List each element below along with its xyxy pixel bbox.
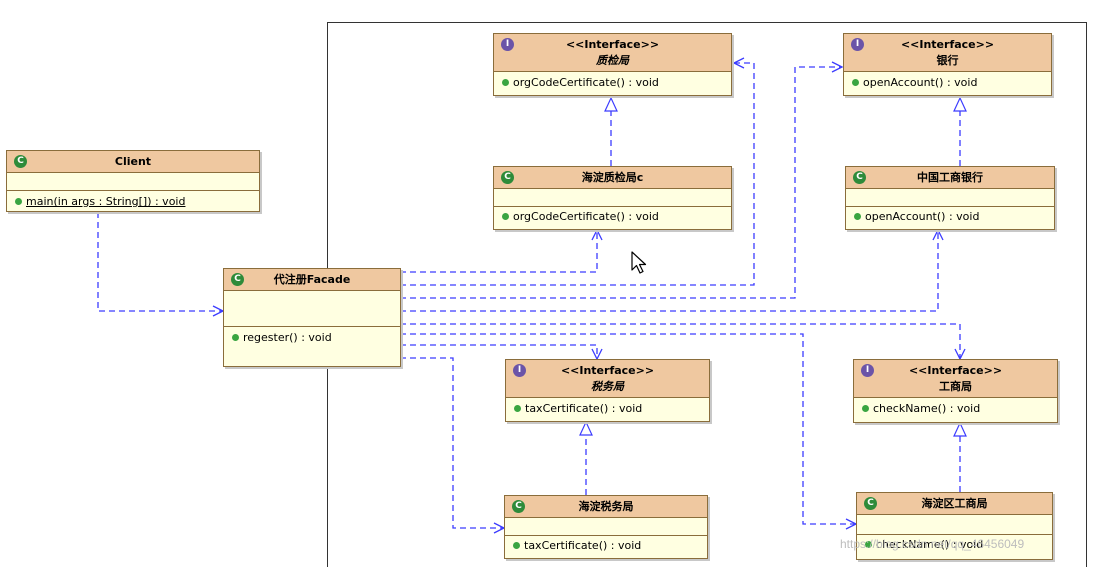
bank-interface-name: 银行 <box>936 54 959 67</box>
bank-interface[interactable]: I <<Interface>> 银行 openAccount() : void <box>843 33 1052 96</box>
class-icon: C <box>501 171 514 184</box>
tax-impl-header: C 海淀税务局 <box>505 496 707 518</box>
interface-icon: I <box>501 38 514 51</box>
watermark: https://blog.csdn.net/qq_46456049 <box>840 537 1025 551</box>
tax-interface-stereotype: <<Interface>> <box>560 364 655 377</box>
business-interface-operations: checkName() : void <box>854 398 1057 415</box>
dependency-facade-tax-impl <box>400 357 504 528</box>
bank-impl-operations: openAccount() : void <box>846 207 1054 223</box>
dependency-facade-bank-interface <box>400 67 842 299</box>
quality-interface[interactable]: I <<Interface>> 质检局 orgCodeCertificate()… <box>493 33 732 96</box>
public-operation-icon <box>854 213 861 220</box>
bank-interface-header: I <<Interface>> 银行 <box>844 34 1051 72</box>
mouse-pointer-icon <box>631 251 647 274</box>
facade-header: C 代注册Facade <box>224 269 400 291</box>
business-impl-operations: checkName() : void <box>857 535 1052 551</box>
public-operation-icon <box>513 542 520 549</box>
interface-icon: I <box>851 38 864 51</box>
business-interface-name: 工商局 <box>939 380 972 393</box>
tax-impl-name: 海淀税务局 <box>578 500 634 513</box>
quality-impl-name: 海淀质检局c <box>581 171 644 184</box>
facade-class[interactable]: C 代注册Facade regester() : void <box>223 268 401 367</box>
public-operation-icon <box>514 405 521 412</box>
tax-impl-class[interactable]: C 海淀税务局 taxCertificate() : void <box>504 495 708 559</box>
quality-interface-operation: orgCodeCertificate() : void <box>513 76 659 89</box>
bank-interface-operations: openAccount() : void <box>844 72 1051 89</box>
dependency-client-facade <box>97 212 223 311</box>
tax-interface[interactable]: I <<Interface>> 税务局 taxCertificate() : v… <box>505 359 710 422</box>
quality-impl-attributes <box>494 189 731 207</box>
business-impl-class[interactable]: C 海淀区工商局 checkName() : void <box>856 492 1053 560</box>
public-operation-icon <box>502 213 509 220</box>
bank-impl-name: 中国工商银行 <box>917 171 983 184</box>
bank-interface-operation: openAccount() : void <box>863 76 978 89</box>
quality-impl-class[interactable]: C 海淀质检局c orgCodeCertificate() : void <box>493 166 732 230</box>
facade-operations: regester() : void <box>224 327 400 344</box>
client-attributes <box>7 173 259 191</box>
business-interface[interactable]: I <<Interface>> 工商局 checkName() : void <box>853 359 1058 423</box>
tax-interface-header: I <<Interface>> 税务局 <box>506 360 709 398</box>
quality-impl-operations: orgCodeCertificate() : void <box>494 207 731 223</box>
quality-interface-stereotype: <<Interface>> <box>565 38 660 51</box>
class-icon: C <box>231 273 244 286</box>
bank-impl-attributes <box>846 189 1054 207</box>
dependency-facade-quality-interface <box>400 63 755 286</box>
public-operation-icon <box>15 198 22 205</box>
business-interface-stereotype: <<Interface>> <box>908 364 1003 377</box>
business-impl-attributes <box>857 515 1052 535</box>
bank-impl-operation: openAccount() : void <box>865 210 980 223</box>
tax-impl-operations: taxCertificate() : void <box>505 536 707 552</box>
client-class[interactable]: C Client main(in args : String[]) : void <box>6 150 260 212</box>
facade-attributes <box>224 291 400 327</box>
public-operation-icon <box>502 79 509 86</box>
public-operation-icon <box>862 405 869 412</box>
quality-impl-header: C 海淀质检局c <box>494 167 731 189</box>
public-operation-icon <box>865 541 872 548</box>
dependency-facade-bank-impl <box>400 230 938 312</box>
class-icon: C <box>14 155 27 168</box>
public-operation-icon <box>852 79 859 86</box>
business-interface-operation: checkName() : void <box>873 402 981 415</box>
quality-impl-operation: orgCodeCertificate() : void <box>513 210 659 223</box>
public-operation-icon <box>232 334 239 341</box>
bank-impl-class[interactable]: C 中国工商银行 openAccount() : void <box>845 166 1055 230</box>
tax-interface-name: 税务局 <box>591 380 624 393</box>
quality-interface-header: I <<Interface>> 质检局 <box>494 34 731 72</box>
tax-impl-operation: taxCertificate() : void <box>524 539 642 552</box>
interface-icon: I <box>861 364 874 377</box>
bank-interface-stereotype: <<Interface>> <box>900 38 995 51</box>
interface-icon: I <box>513 364 526 377</box>
quality-interface-name: 质检局 <box>596 54 629 67</box>
class-icon: C <box>512 500 525 513</box>
dependency-facade-tax-interface <box>400 344 597 359</box>
client-operations: main(in args : String[]) : void <box>7 191 259 208</box>
business-impl-operation: checkName() : void <box>876 538 984 551</box>
class-icon: C <box>853 171 866 184</box>
tax-interface-operations: taxCertificate() : void <box>506 398 709 415</box>
class-icon: C <box>864 497 877 510</box>
client-header: C Client <box>7 151 259 173</box>
business-interface-header: I <<Interface>> 工商局 <box>854 360 1057 398</box>
client-name: Client <box>114 155 152 168</box>
dependency-facade-business-impl <box>400 333 856 524</box>
business-impl-name: 海淀区工商局 <box>921 497 988 510</box>
facade-name: 代注册Facade <box>273 273 351 286</box>
business-impl-header: C 海淀区工商局 <box>857 493 1052 515</box>
client-operation: main(in args : String[]) : void <box>26 195 186 208</box>
quality-interface-operations: orgCodeCertificate() : void <box>494 72 731 89</box>
dependency-facade-business-interface <box>400 323 960 359</box>
tax-interface-operation: taxCertificate() : void <box>525 402 643 415</box>
facade-operation: regester() : void <box>243 331 332 344</box>
bank-impl-header: C 中国工商银行 <box>846 167 1054 189</box>
tax-impl-attributes <box>505 518 707 536</box>
dependency-facade-quality-impl <box>400 230 597 273</box>
